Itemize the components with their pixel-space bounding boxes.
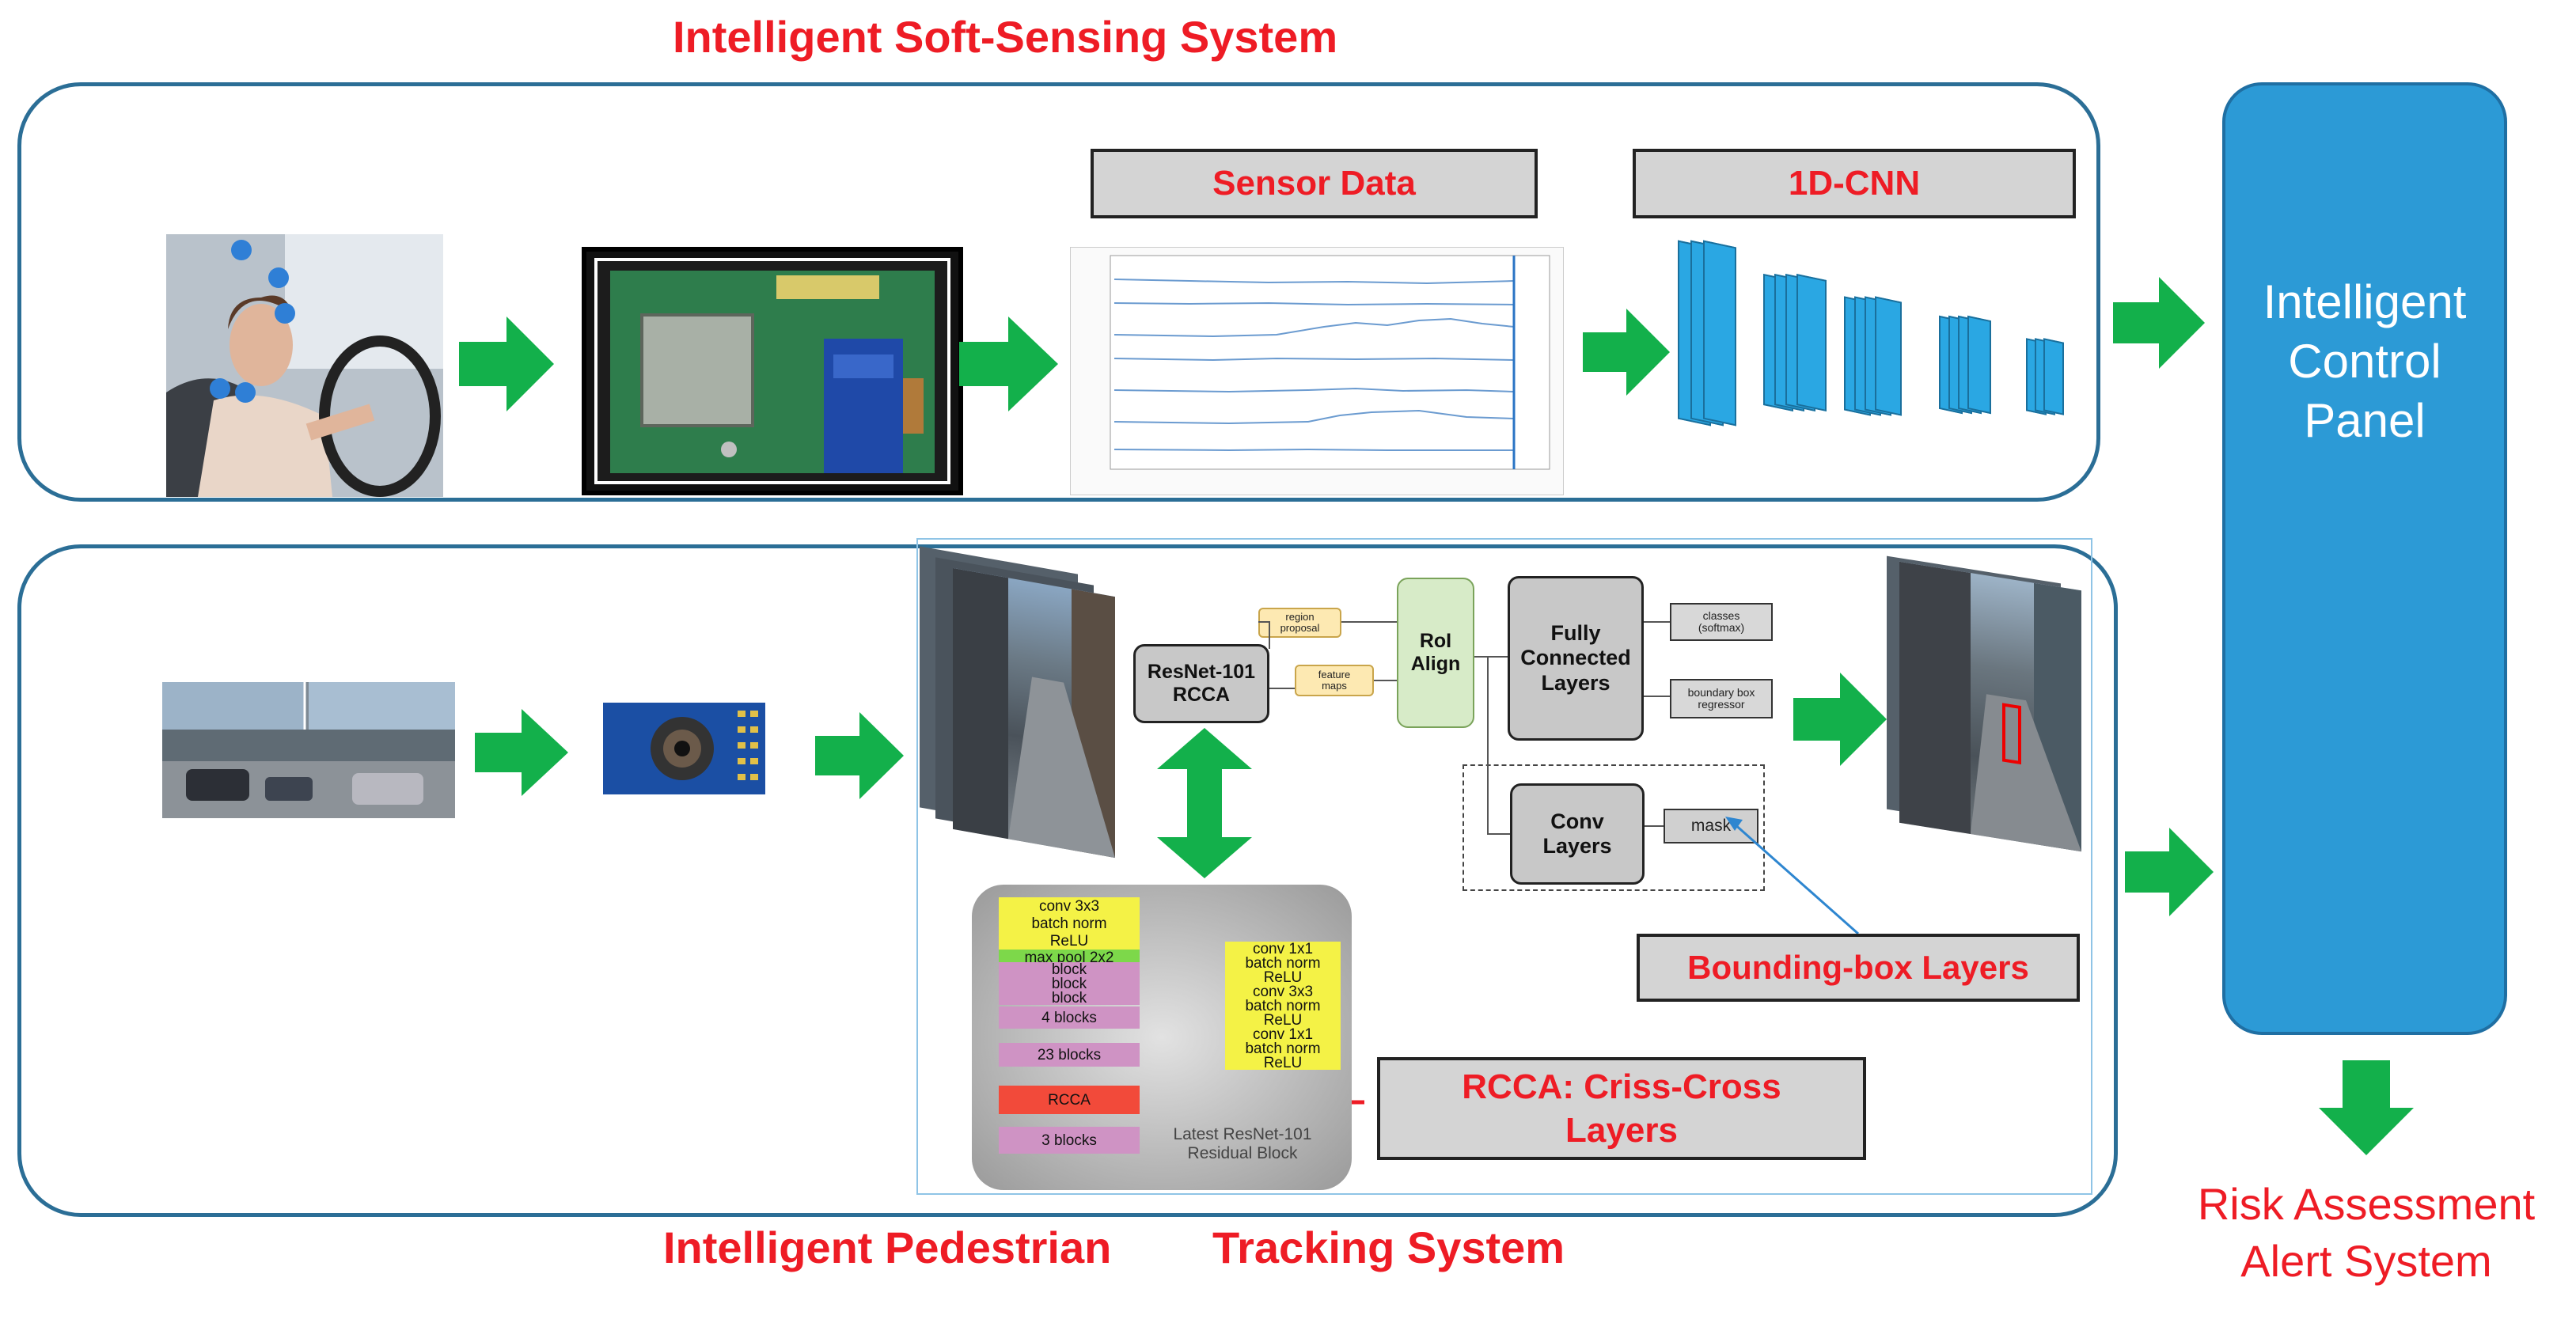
residual-caption-line1: Latest ResNet-101: [1173, 1125, 1312, 1143]
rcca-cell: RCCA: [999, 1086, 1140, 1114]
fc-line1: Fully: [1550, 621, 1601, 646]
sensor-data-label: Sensor Data: [1091, 149, 1538, 218]
res-cell-9: ReLU: [1225, 1056, 1341, 1071]
res-cell-8: batch norm: [1225, 1041, 1341, 1056]
classes-softmax-box: classes(softmax): [1670, 603, 1773, 641]
control-panel-line1: Intelligent: [2263, 275, 2467, 328]
control-panel-line3: Panel: [2304, 393, 2426, 447]
res-cell-7: conv 1x1: [1225, 1027, 1341, 1042]
flow-arrow-right-icon: [959, 317, 1058, 411]
region-line1: region: [1285, 611, 1315, 624]
flow-arrow-right-icon: [815, 712, 904, 799]
residual-caption-line2: Residual Block: [1187, 1144, 1298, 1163]
bounding-box-layers-label: Bounding-box Layers: [1637, 934, 2080, 1002]
sensor-board-photo: [582, 247, 963, 495]
stem-maxpool: max pool 2x2: [999, 950, 1140, 965]
three-blocks: 3 blocks: [999, 1127, 1140, 1154]
sensor-data-plot: [1070, 247, 1564, 495]
control-panel: Intelligent Control Panel: [2222, 82, 2507, 1035]
classes-line1: classes: [1702, 609, 1740, 623]
mask-branch-frame: [1463, 764, 1765, 891]
flow-arrow-right-icon: [2113, 277, 2205, 369]
flow-arrow-right-icon: [1583, 309, 1670, 396]
res-cell-2: batch norm: [1225, 956, 1341, 971]
region-line2: proposal: [1280, 622, 1320, 634]
mask-box: mask: [1664, 809, 1758, 843]
camera-module-photo: [603, 703, 765, 794]
pedestrian-title-part1: Intelligent Pedestrian: [663, 1223, 1112, 1272]
driver-photo: [166, 234, 443, 497]
block-3: block: [999, 991, 1140, 1006]
res-cell-5: batch norm: [1225, 999, 1341, 1014]
bbox-reg-line2: regressor: [1698, 698, 1745, 711]
risk-line2: Alert System: [2240, 1235, 2492, 1286]
stem-conv: conv 3x3: [999, 897, 1140, 915]
resnet-line1: ResNet-101: [1147, 661, 1256, 684]
conv-line2: Layers: [1542, 834, 1612, 858]
conv-line1: Conv: [1550, 809, 1604, 833]
bidirectional-arrow-icon: [1157, 728, 1252, 878]
flow-arrow-right-icon: [1793, 673, 1887, 766]
stem-relu: ReLU: [999, 932, 1140, 950]
rcca-label-line2: Layers: [1565, 1111, 1678, 1150]
res-cell-6: ReLU: [1225, 1013, 1341, 1028]
pedestrian-title-part2: Tracking System: [1212, 1223, 1565, 1272]
classes-line2: (softmax): [1698, 621, 1745, 634]
risk-assessment-label: Risk Assessment Alert System: [2168, 1176, 2564, 1289]
flow-arrow-right-icon: [2125, 828, 2214, 916]
twentythree-blocks: 23 blocks: [999, 1043, 1140, 1067]
flow-arrow-down-icon: [2319, 1060, 2414, 1155]
residual-caption: Latest ResNet-101 Residual Block: [1140, 1125, 1345, 1163]
four-blocks: 4 blocks: [999, 1006, 1140, 1029]
feature-line1: feature: [1318, 669, 1351, 681]
street-collage-photo: [162, 682, 455, 818]
pedestrian-pipeline-frame: [916, 538, 2092, 1195]
roi-line1: RoI: [1419, 630, 1452, 653]
control-panel-line2: Control: [2288, 334, 2441, 388]
resnet-line2: RCCA: [1172, 684, 1231, 706]
flow-arrow-right-icon: [475, 709, 568, 796]
soft-sensing-title: Intelligent Soft-Sensing System: [673, 12, 1338, 62]
res-cell-3: ReLU: [1225, 970, 1341, 985]
cnn-label: 1D-CNN: [1633, 149, 2076, 218]
res-cell-1: conv 1x1: [1225, 942, 1341, 957]
feature-line2: maps: [1322, 680, 1347, 692]
stem-batchnorm: batch norm: [999, 915, 1140, 932]
block-2: block: [999, 976, 1140, 991]
risk-line1: Risk Assessment: [2197, 1179, 2536, 1229]
roi-line2: Align: [1410, 653, 1461, 675]
rcca-label-line1: RCCA: Criss-Cross: [1462, 1067, 1781, 1106]
fc-line2: Connected: [1520, 646, 1631, 670]
res-cell-4: conv 3x3: [1225, 984, 1341, 999]
flow-arrow-right-icon: [459, 317, 554, 411]
block-1: block: [999, 962, 1140, 977]
fc-line3: Layers: [1541, 670, 1610, 695]
bbox-reg-line1: boundary box: [1687, 686, 1755, 699]
